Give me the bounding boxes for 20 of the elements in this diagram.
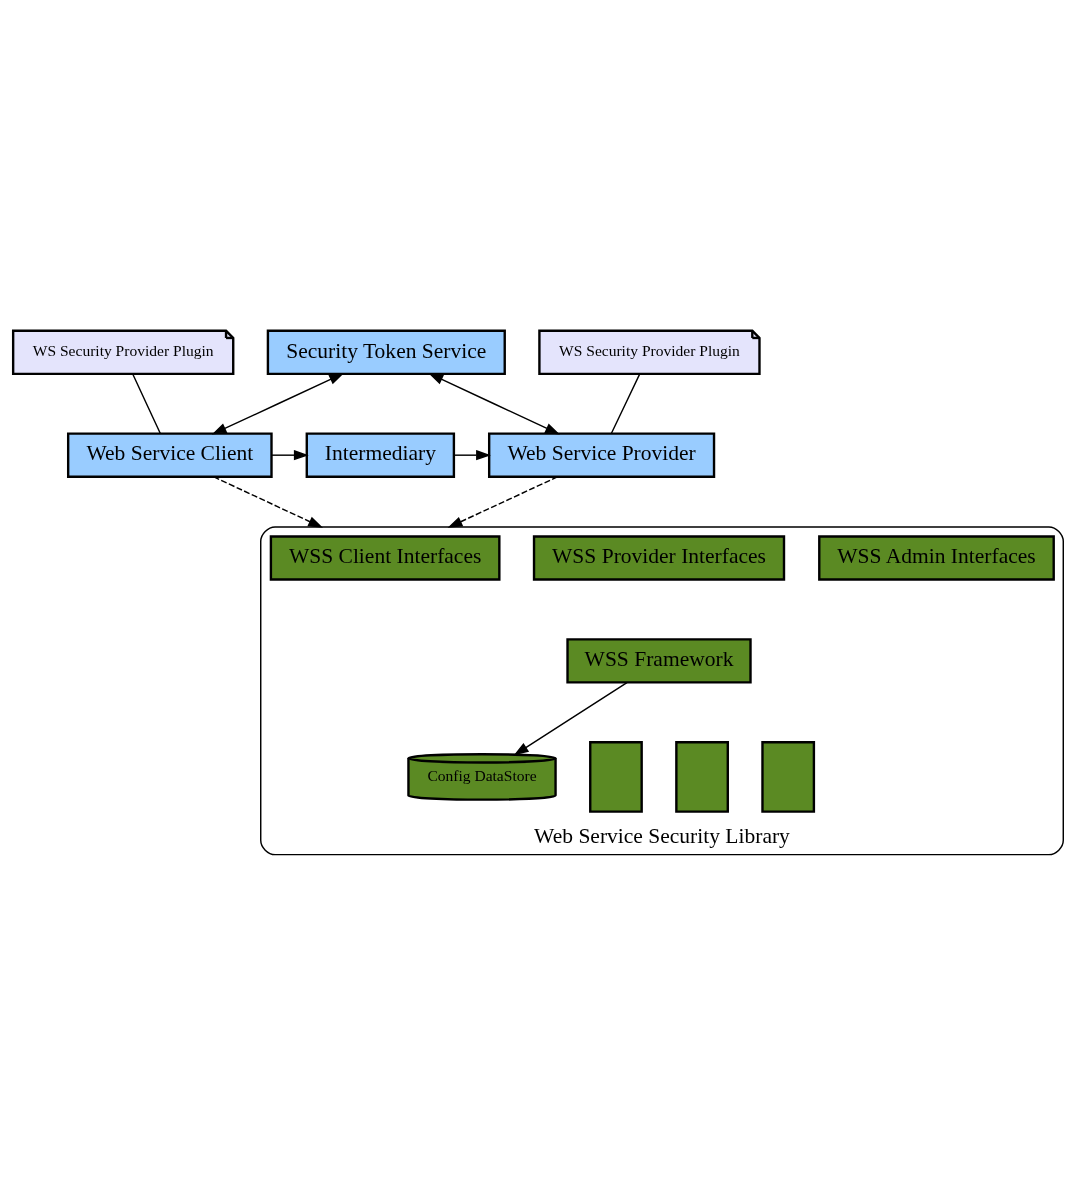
connector bbox=[132, 373, 162, 435]
arrow bbox=[513, 681, 628, 756]
arrow bbox=[428, 373, 560, 435]
node-box bbox=[761, 741, 816, 813]
arrow bbox=[211, 373, 344, 435]
node-box: Security Token Service bbox=[266, 329, 506, 376]
node-box: Intermediary bbox=[305, 432, 456, 478]
connector bbox=[610, 373, 641, 435]
node-box: WSS Provider Interfaces bbox=[532, 535, 786, 581]
node-box: WSS Client Interfaces bbox=[269, 535, 501, 581]
node-box: WSS Admin Interfaces bbox=[818, 535, 1055, 581]
node-box bbox=[589, 741, 643, 813]
arrow bbox=[453, 449, 491, 461]
arrow bbox=[447, 476, 558, 528]
arrow bbox=[213, 476, 324, 528]
node-box: Web Service Client bbox=[66, 432, 273, 478]
node-box: Web Service Provider bbox=[488, 432, 716, 478]
arrow bbox=[271, 449, 309, 461]
node-box: WSS Framework bbox=[566, 638, 752, 684]
node-box bbox=[675, 741, 729, 813]
